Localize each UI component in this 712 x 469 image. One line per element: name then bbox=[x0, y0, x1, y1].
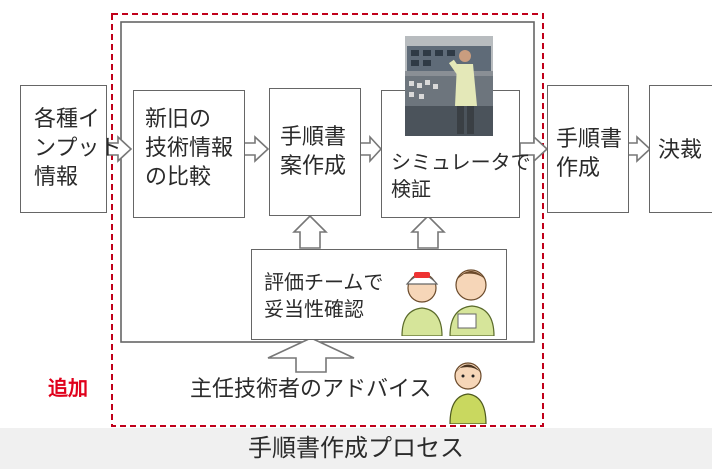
caption-band bbox=[0, 428, 712, 469]
box-approve bbox=[649, 85, 712, 213]
box-create bbox=[547, 85, 629, 213]
box-create-label: 手順書 作成 bbox=[556, 126, 623, 180]
box-draft-label: 手順書 案作成 bbox=[280, 124, 347, 178]
arrow-eval-to-sim bbox=[410, 214, 446, 249]
box-simulator bbox=[381, 90, 520, 218]
evaluation-team-icon bbox=[398, 260, 496, 337]
process-frame bbox=[120, 21, 535, 343]
chief-engineer-icon bbox=[448, 356, 488, 425]
arrow-sim-to-create bbox=[519, 135, 549, 163]
arrow-draft-to-sim bbox=[358, 134, 383, 164]
arrow-advice-up bbox=[267, 337, 355, 373]
arrow-create-to-approve bbox=[627, 135, 652, 163]
box-simulator-label: シミュレータで 検証 bbox=[391, 152, 531, 201]
box-compare-label: 新旧の 技術情報 の比較 bbox=[145, 106, 234, 189]
box-input-info-label: 各種イ ンプット 情報 bbox=[34, 106, 122, 189]
simulator-operator-photo bbox=[405, 36, 493, 136]
arrow-input-to-compare bbox=[106, 135, 133, 163]
diagram-caption: 手順書作成プロセス bbox=[248, 435, 464, 462]
box-evaluation-label: 評価チームで 妥当性確認 bbox=[264, 272, 384, 321]
advice-label: 主任技術者のアドバイス bbox=[190, 376, 432, 401]
box-draft bbox=[269, 88, 361, 216]
box-input-info bbox=[20, 85, 107, 213]
added-region-border bbox=[111, 13, 544, 427]
box-approve-label: 決裁 bbox=[658, 137, 703, 162]
box-compare bbox=[133, 90, 245, 218]
arrow-compare-to-draft bbox=[243, 135, 270, 163]
arrow-eval-to-draft bbox=[292, 214, 328, 249]
added-label: 追加 bbox=[48, 378, 88, 400]
